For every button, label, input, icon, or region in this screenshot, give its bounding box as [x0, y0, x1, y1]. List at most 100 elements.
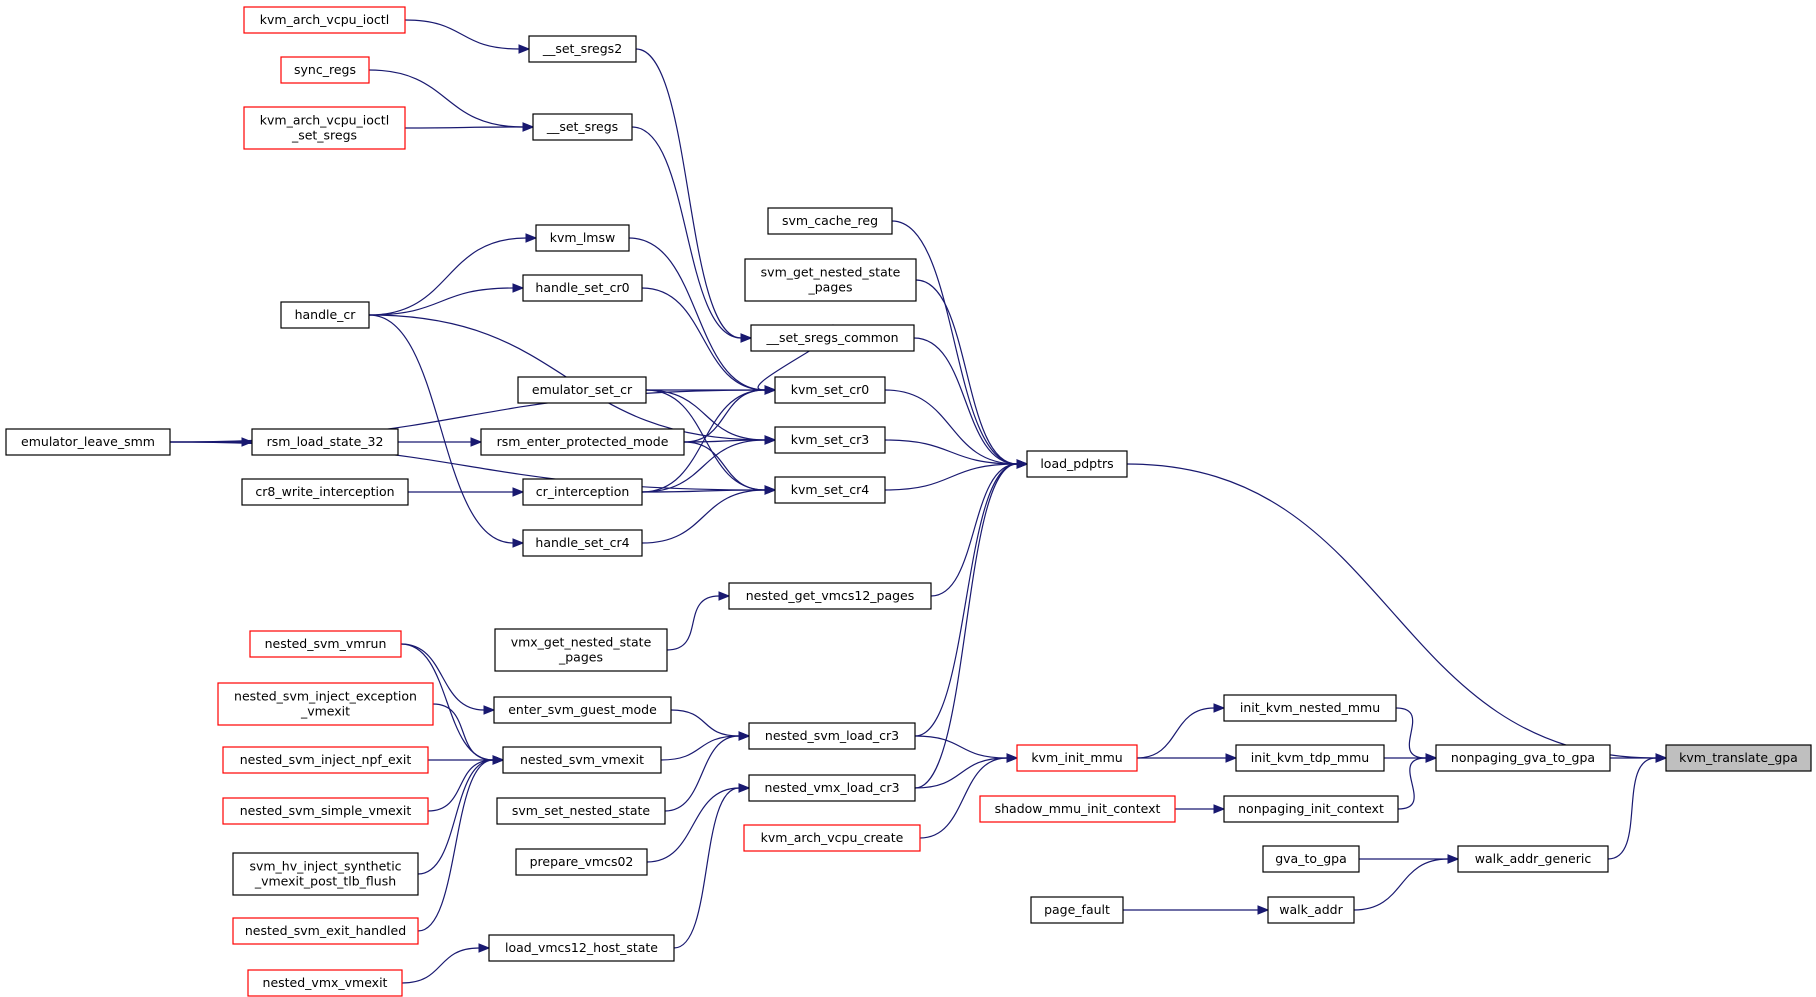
node-cr_interception[interactable]: cr_interception: [522, 478, 643, 506]
node-page_fault[interactable]: page_fault: [1030, 896, 1124, 924]
node-box: [522, 529, 643, 557]
node-__set_sregs_common[interactable]: __set_sregs_common: [750, 324, 915, 352]
node-vmx_get_nested_state_pages[interactable]: vmx_get_nested_state_pages: [494, 628, 668, 672]
node-handle_set_cr4[interactable]: handle_set_cr4: [522, 529, 643, 557]
node-box: [515, 848, 648, 876]
node-rsm_load_state_32[interactable]: rsm_load_state_32: [251, 428, 399, 456]
call-edge-walk_addr_generic-to-kvm_translate_gpa: [1607, 753, 1668, 860]
edge-line: [666, 595, 720, 651]
node-label: shadow_mmu_init_context: [995, 801, 1161, 816]
node-handle_set_cr0[interactable]: handle_set_cr0: [522, 274, 643, 302]
node-emulator_set_cr[interactable]: emulator_set_cr: [517, 376, 647, 404]
node-kvm_arch_vcpu_create[interactable]: kvm_arch_vcpu_create: [743, 824, 921, 852]
call-edge-nested_vmx_load_cr3-to-load_pdptrs: [914, 459, 1029, 789]
node-nonpaging_gva_to_gpa[interactable]: nonpaging_gva_to_gpa: [1435, 744, 1611, 772]
node-box: [488, 934, 675, 962]
node-label: rsm_enter_protected_mode: [497, 434, 669, 449]
call-edge-handle_cr-to-kvm_lmsw: [368, 233, 538, 316]
node-kvm_lmsw[interactable]: kvm_lmsw: [535, 224, 630, 252]
node-svm_get_nested_state_pages[interactable]: svm_get_nested_state_pages: [744, 258, 917, 302]
node-box: [517, 376, 647, 404]
arrowhead-icon: [512, 538, 525, 548]
node-sync_regs[interactable]: sync_regs: [280, 56, 370, 84]
arrowhead-icon: [483, 705, 496, 715]
node-nested_svm_load_cr3[interactable]: nested_svm_load_cr3: [748, 722, 916, 750]
node-label: emulator_set_cr: [532, 382, 633, 397]
node-svm_set_nested_state[interactable]: svm_set_nested_state: [496, 797, 666, 825]
edge-line: [631, 126, 742, 339]
node-walk_addr[interactable]: walk_addr: [1267, 896, 1355, 924]
node-box: [1665, 744, 1812, 772]
edge-line: [427, 759, 494, 812]
node-gva_to_gpa[interactable]: gva_to_gpa: [1262, 845, 1360, 873]
edge-line: [417, 759, 494, 932]
node-label: gva_to_gpa: [1275, 851, 1347, 866]
node-kvm_set_cr3[interactable]: kvm_set_cr3: [774, 426, 886, 454]
node-handle_cr[interactable]: handle_cr: [280, 301, 370, 329]
node-prepare_vmcs02[interactable]: prepare_vmcs02: [515, 848, 648, 876]
node-box: [1235, 744, 1385, 772]
node-label: nested_vmx_vmexit: [263, 975, 388, 990]
node-kvm_init_mmu[interactable]: kvm_init_mmu: [1016, 744, 1138, 772]
node-label: nonpaging_init_context: [1238, 801, 1384, 816]
node-init_kvm_nested_mmu[interactable]: init_kvm_nested_mmu: [1223, 694, 1397, 722]
node-nested_svm_vmrun[interactable]: nested_svm_vmrun: [249, 630, 402, 658]
node-svm_hv_inject_synthetic_vmexit_post_tlb_flush[interactable]: svm_hv_inject_synthetic_vmexit_post_tlb_…: [232, 852, 419, 896]
arrowhead-icon: [1425, 753, 1438, 763]
node-label: nested_svm_load_cr3: [765, 728, 899, 743]
call-edge-nested_get_vmcs12_pages-to-load_pdptrs: [930, 459, 1029, 597]
node-box: [1457, 845, 1609, 873]
node-box: [232, 917, 419, 945]
node-nested_vmx_vmexit[interactable]: nested_vmx_vmexit: [247, 969, 403, 997]
node-svm_cache_reg[interactable]: svm_cache_reg: [767, 207, 893, 235]
node-init_kvm_tdp_mmu[interactable]: init_kvm_tdp_mmu: [1235, 744, 1385, 772]
node-label: _pages: [808, 280, 853, 295]
node-kvm_arch_vcpu_ioctl_set_sregs[interactable]: kvm_arch_vcpu_ioctl_set_sregs: [243, 106, 406, 150]
edge-line: [1353, 858, 1449, 911]
node-__set_sregs[interactable]: __set_sregs: [532, 113, 633, 141]
edge-line: [628, 237, 766, 391]
node-box: [744, 258, 917, 302]
node-label: load_pdptrs: [1040, 456, 1113, 471]
node-enter_svm_guest_mode[interactable]: enter_svm_guest_mode: [493, 696, 672, 724]
node-kvm_arch_vcpu_ioctl[interactable]: kvm_arch_vcpu_ioctl: [243, 6, 406, 34]
node-nested_get_vmcs12_pages[interactable]: nested_get_vmcs12_pages: [728, 582, 932, 610]
node-load_vmcs12_host_state[interactable]: load_vmcs12_host_state: [488, 934, 675, 962]
call-edge-nonpaging_init_context-to-nonpaging_gva_to_gpa: [1397, 753, 1438, 810]
node-nested_svm_exit_handled[interactable]: nested_svm_exit_handled: [232, 917, 419, 945]
node-shadow_mmu_init_context[interactable]: shadow_mmu_init_context: [979, 795, 1176, 823]
edge-line: [915, 279, 1018, 465]
node-box: [979, 795, 1176, 823]
node-label: nested_svm_vmrun: [265, 636, 387, 651]
node-rsm_enter_protected_mode[interactable]: rsm_enter_protected_mode: [480, 428, 685, 456]
node-walk_addr_generic[interactable]: walk_addr_generic: [1457, 845, 1609, 873]
edge-line: [404, 19, 520, 50]
node-nested_svm_vmexit[interactable]: nested_svm_vmexit: [502, 746, 662, 774]
arrowhead-icon: [512, 283, 525, 293]
node-box: [774, 426, 886, 454]
node-box: [217, 682, 434, 726]
node-box: [1223, 694, 1397, 722]
node-label: kvm_arch_vcpu_ioctl: [260, 12, 389, 27]
edge-line: [930, 463, 1018, 597]
node-nested_svm_inject_exception_vmexit[interactable]: nested_svm_inject_exception_vmexit: [217, 682, 434, 726]
node-emulator_leave_smm[interactable]: emulator_leave_smm: [5, 428, 171, 456]
node-nonpaging_init_context[interactable]: nonpaging_init_context: [1223, 795, 1399, 823]
edge-line: [919, 757, 1008, 839]
node-nested_svm_inject_npf_exit[interactable]: nested_svm_inject_npf_exit: [222, 746, 429, 774]
node-label: kvm_arch_vcpu_create: [761, 830, 904, 845]
node-cr8_write_interception[interactable]: cr8_write_interception: [241, 478, 409, 506]
node-kvm_translate_gpa[interactable]: kvm_translate_gpa: [1665, 744, 1812, 772]
node-nested_vmx_load_cr3[interactable]: nested_vmx_load_cr3: [748, 774, 916, 802]
node-box: [243, 106, 406, 150]
node-label: kvm_set_cr3: [791, 432, 869, 447]
node-load_pdptrs[interactable]: load_pdptrs: [1026, 450, 1128, 478]
node-nested_svm_simple_vmexit[interactable]: nested_svm_simple_vmexit: [222, 797, 429, 825]
node-kvm_set_cr4[interactable]: kvm_set_cr4: [774, 476, 886, 504]
arrowhead-icon: [1213, 703, 1226, 713]
call-edge-handle_set_cr4-to-kvm_set_cr4: [641, 485, 777, 544]
node-kvm_set_cr0[interactable]: kvm_set_cr0: [774, 376, 886, 404]
node-label: cr_interception: [536, 484, 630, 499]
edge-line: [1397, 757, 1427, 810]
node-__set_sregs2[interactable]: __set_sregs2: [528, 35, 637, 63]
